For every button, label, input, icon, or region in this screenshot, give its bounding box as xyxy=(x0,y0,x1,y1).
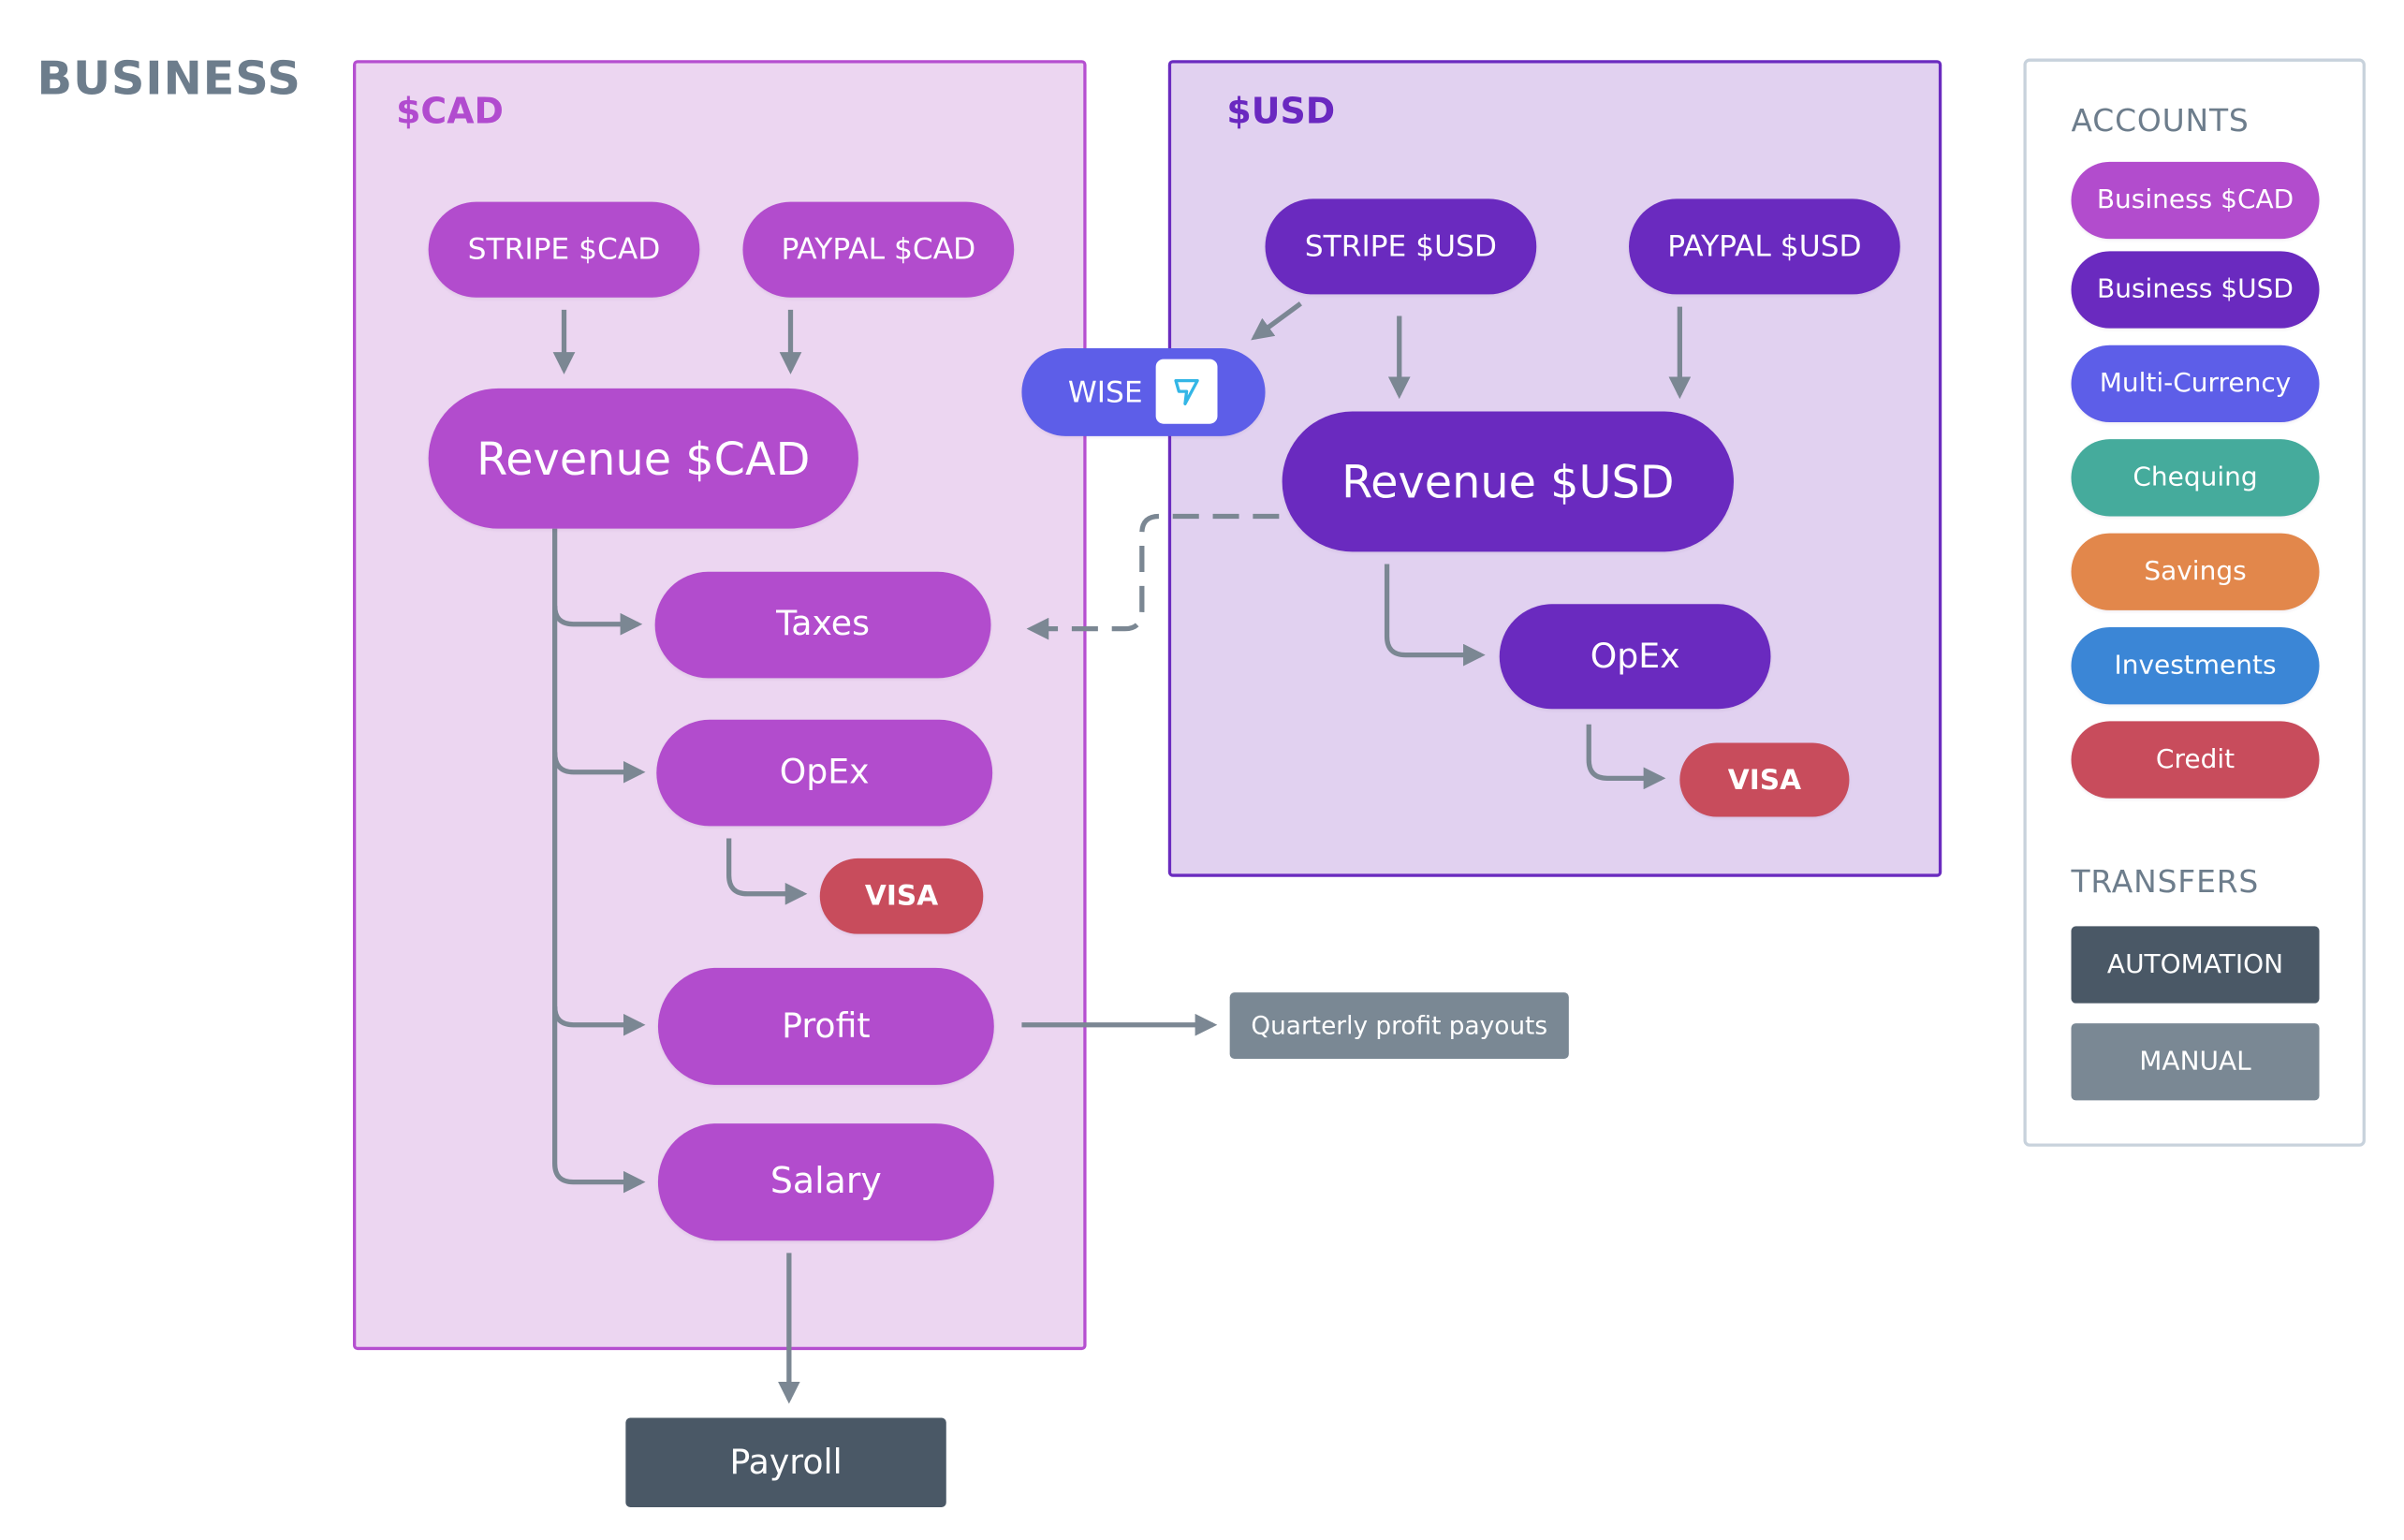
taxes-node: Taxes xyxy=(654,571,991,679)
arrow-revenue-usd-to-opex xyxy=(1384,564,1486,667)
arrow-revenue-to-opex xyxy=(551,752,646,784)
visa-usd-node: VISA xyxy=(1679,742,1850,817)
usd-group-label: $USD xyxy=(1226,92,1336,133)
legend-account-1: Business $USD xyxy=(2071,251,2320,329)
revenue-usd-node: Revenue $USD xyxy=(1282,411,1734,552)
paypal-usd-node: PAYPAL $USD xyxy=(1629,198,1900,295)
legend-transfer-1: MANUAL xyxy=(2071,1023,2320,1101)
salary-node: Salary xyxy=(657,1123,994,1241)
legend-account-3: Chequing xyxy=(2071,439,2320,517)
payroll-node: Payroll xyxy=(625,1417,946,1507)
arrow-revenue-to-profit xyxy=(551,1005,646,1036)
legend-account-4: Savings xyxy=(2071,533,2320,610)
cad-group-label: $CAD xyxy=(396,92,504,133)
transfers-heading: TRANSFERS xyxy=(2071,862,2260,901)
revenue-cad-node: Revenue $CAD xyxy=(428,388,858,529)
legend-account-5: Investments xyxy=(2071,627,2320,705)
stripe-usd-node: STRIPE $USD xyxy=(1265,198,1537,295)
stripe-cad-node: STRIPE $CAD xyxy=(428,201,700,298)
paypal-cad-node: PAYPAL $CAD xyxy=(742,201,1015,298)
wise-node: WISE xyxy=(1021,348,1266,436)
quarterly-payouts-node: Quarterly profit payouts xyxy=(1229,992,1569,1059)
opex-cad-node: OpEx xyxy=(656,719,993,827)
profit-node: Profit xyxy=(657,967,994,1085)
accounts-heading: ACCOUNTS xyxy=(2071,101,2250,139)
cad-revenue-trunk xyxy=(551,528,646,1194)
legend-account-2: Multi-Currency xyxy=(2071,345,2320,423)
arrow-stripe-usd-to-wise xyxy=(1251,301,1302,341)
arrow-opex-cad-to-visa xyxy=(726,838,808,905)
visa-cad-node: VISA xyxy=(819,858,984,934)
wise-logo-icon xyxy=(1155,359,1218,424)
legend-account-0: Business $CAD xyxy=(2071,161,2320,240)
legend-account-6: Credit xyxy=(2071,721,2320,799)
page-title: BUSINESS xyxy=(37,51,301,107)
wise-label: WISE xyxy=(1067,374,1143,410)
arrow-revenue-usd-to-taxes-dashed xyxy=(1026,513,1280,640)
opex-usd-node: OpEx xyxy=(1499,604,1771,710)
arrow-revenue-to-taxes xyxy=(551,605,643,636)
arrow-opex-usd-to-visa xyxy=(1586,724,1666,790)
legend-transfer-0: AUTOMATION xyxy=(2071,926,2320,1004)
